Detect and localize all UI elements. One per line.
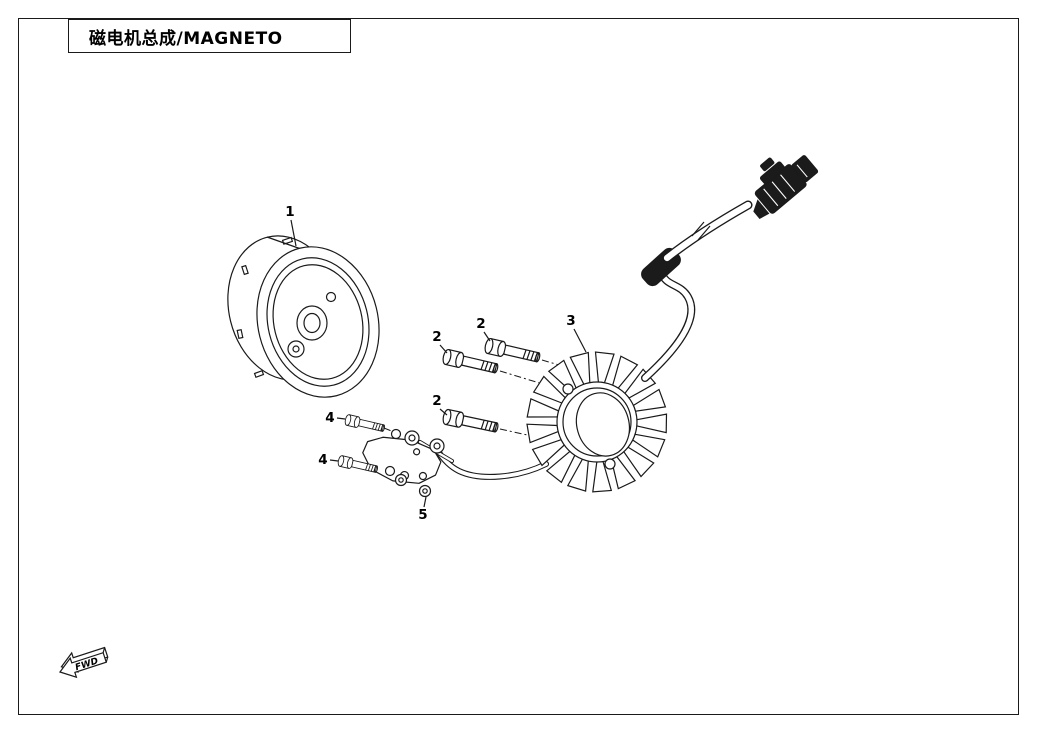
diagram-title-box: 磁电机总成/MAGNETO	[68, 19, 351, 53]
fwd-label: FWD	[74, 656, 100, 673]
part-3-stator	[526, 351, 668, 493]
fwd-arrow	[59, 651, 108, 679]
stator-teeth	[526, 351, 668, 493]
wire-ring-terminals	[404, 430, 445, 454]
part-label-2a: 2	[432, 329, 441, 345]
part-label-5: 5	[418, 507, 427, 523]
bracket-bolt-holes	[384, 428, 402, 477]
part-4-bolt-1	[343, 413, 387, 435]
cable-break-mark	[691, 221, 705, 237]
diagram-title: 磁电机总成/MAGNETO	[89, 28, 283, 49]
part-2-bolt-3	[441, 408, 500, 436]
part-1-flywheel-rotor	[227, 235, 380, 398]
callout-labels: 1 2 2 2 3 4 4 5	[285, 204, 587, 523]
part-label-2b: 2	[476, 316, 485, 332]
fwd-indicator: FWD	[59, 646, 109, 679]
part-2-bolt-1	[441, 348, 500, 377]
bracket-tabs	[394, 473, 432, 498]
flywheel-hub	[296, 305, 328, 341]
stator-wiring-harness	[641, 200, 753, 382]
part-label-4b: 4	[318, 452, 327, 468]
part-label-1: 1	[285, 204, 294, 220]
part-label-4a: 4	[325, 410, 334, 426]
part-2-bolt-2	[483, 337, 542, 366]
page-border	[18, 18, 1019, 715]
part-label-3: 3	[566, 313, 575, 329]
harness-connector	[753, 155, 819, 219]
part-label-2c: 2	[432, 393, 441, 409]
